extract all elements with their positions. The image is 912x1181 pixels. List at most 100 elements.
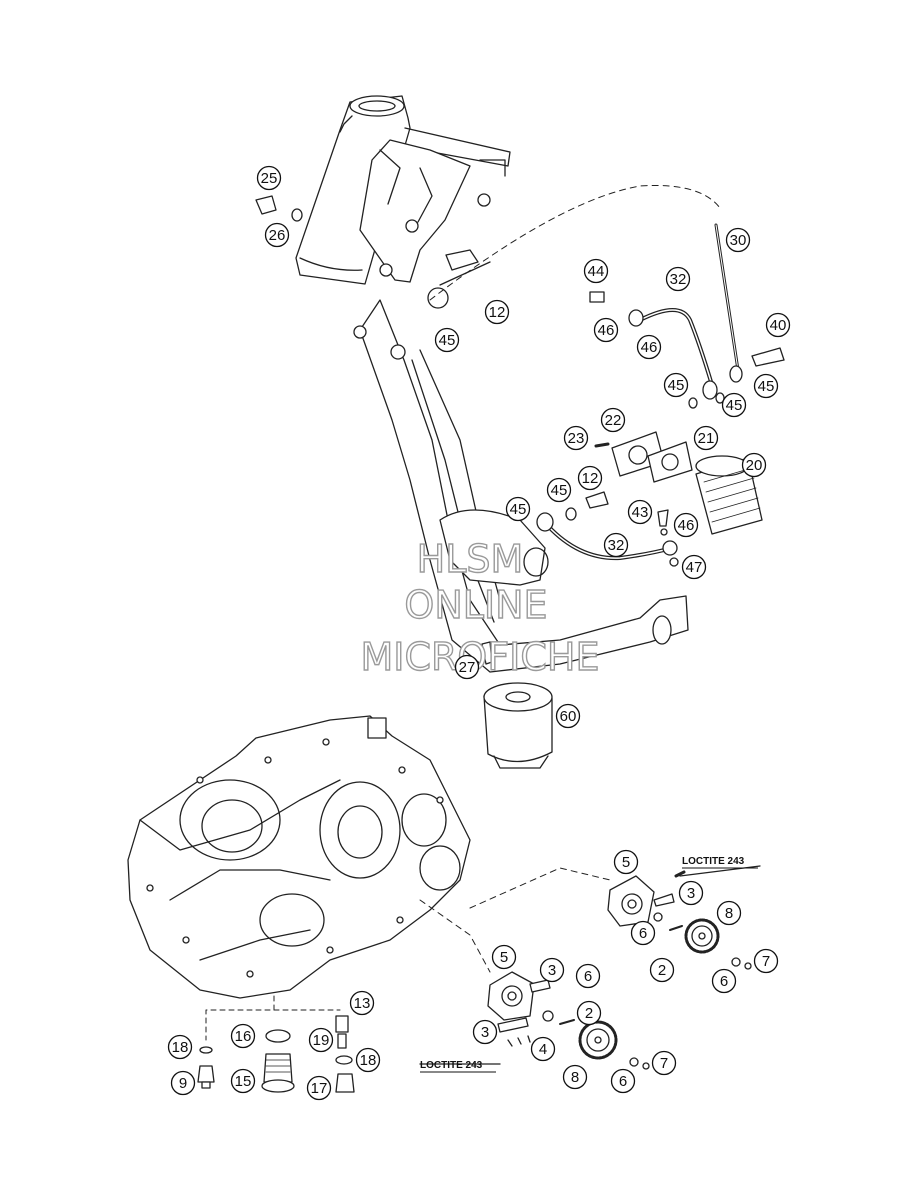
callout-c23: 23 [563, 425, 589, 451]
loctite-note-top: LOCTITE 243 [682, 856, 745, 867]
callout-c21: 21 [693, 425, 719, 451]
callout-c17: 17 [306, 1075, 332, 1101]
callout-c3c: 3 [472, 1019, 498, 1045]
callout-c5b: 5 [491, 944, 517, 970]
callout-c43: 43 [627, 499, 653, 525]
crankcase-drawing [127, 715, 471, 999]
callout-circle [170, 1070, 196, 1096]
callout-label: 6 [639, 925, 647, 942]
callout-label: 6 [720, 973, 728, 990]
callout-circle [610, 1068, 636, 1094]
callout-circle [613, 849, 639, 875]
callout-c30: 30 [725, 227, 751, 253]
callout-label: 46 [641, 339, 658, 356]
callout-label: 32 [670, 271, 687, 288]
callout-c20: 20 [741, 452, 767, 478]
callout-c45c: 45 [753, 373, 779, 399]
callout-c8a: 8 [716, 900, 742, 926]
callout-circle [663, 372, 689, 398]
callout-c26: 26 [264, 222, 290, 248]
callout-circle [555, 703, 581, 729]
callout-label: 6 [619, 1073, 627, 1090]
callout-label: 60 [560, 708, 577, 725]
frame-drawing [295, 95, 689, 673]
callout-label: 8 [725, 905, 733, 922]
callout-c60: 60 [555, 703, 581, 729]
callout-label: 12 [582, 470, 599, 487]
oil-pump-lower [487, 971, 650, 1070]
callout-circle [765, 312, 791, 338]
callout-label: 45 [726, 397, 743, 414]
callout-circle [530, 1036, 556, 1062]
callout-label: 25 [261, 170, 278, 187]
callout-label: 47 [686, 559, 703, 576]
callout-label: 26 [269, 227, 286, 244]
callout-c3a: 3 [678, 880, 704, 906]
callout-circle [562, 1064, 588, 1090]
callout-c3b: 3 [539, 957, 565, 983]
callout-c47: 47 [681, 554, 707, 580]
callout-label: 3 [548, 962, 556, 979]
callout-label: 9 [179, 1075, 187, 1092]
callout-label: 30 [730, 232, 747, 249]
callout-c45a: 45 [434, 327, 460, 353]
oil-line-bottom [536, 491, 679, 567]
callout-circle [472, 1019, 498, 1045]
callout-circle [753, 948, 779, 974]
callout-circle [539, 957, 565, 983]
callout-c18b: 18 [355, 1047, 381, 1073]
callout-label: 8 [571, 1069, 579, 1086]
callout-label: 45 [551, 482, 568, 499]
callout-c45f: 45 [505, 496, 531, 522]
callout-label: 17 [311, 1080, 328, 1097]
callout-circle [583, 258, 609, 284]
callout-c4: 4 [530, 1036, 556, 1062]
callout-c45e: 45 [546, 477, 572, 503]
callout-circle [454, 654, 480, 680]
plug-25-26 [255, 195, 303, 222]
callout-label: 45 [668, 377, 685, 394]
callout-circle [725, 227, 751, 253]
callout-label: 43 [632, 504, 649, 521]
callout-c2b: 2 [576, 1000, 602, 1026]
callout-circle [434, 327, 460, 353]
callout-c45b: 45 [663, 372, 689, 398]
callout-c46b: 46 [636, 334, 662, 360]
callout-c46c: 46 [673, 512, 699, 538]
callout-label: 13 [354, 995, 371, 1012]
callout-label: 20 [746, 457, 763, 474]
callout-c12a: 12 [484, 299, 510, 325]
callout-label: 5 [622, 854, 630, 871]
callout-circle [577, 465, 603, 491]
callout-c15: 15 [230, 1068, 256, 1094]
callout-label: 45 [510, 501, 527, 518]
callout-circle [484, 299, 510, 325]
callout-circle [627, 499, 653, 525]
callout-circle [355, 1047, 381, 1073]
callout-c18a: 18 [167, 1034, 193, 1060]
callout-circle [593, 317, 619, 343]
callout-label: 2 [585, 1005, 593, 1022]
callout-label: 23 [568, 430, 585, 447]
callout-circle [741, 452, 767, 478]
callout-circle [678, 880, 704, 906]
callout-label: 45 [758, 378, 775, 395]
callout-circle [491, 944, 517, 970]
callout-c6c: 6 [575, 963, 601, 989]
callout-label: 32 [608, 537, 625, 554]
callout-c2a: 2 [649, 957, 675, 983]
callout-circle [349, 990, 375, 1016]
watermark-line-1: HLSM [417, 537, 524, 581]
callout-c7a: 7 [753, 948, 779, 974]
callout-c5a: 5 [613, 849, 639, 875]
spin-on-filter [483, 682, 553, 769]
callout-circle [693, 425, 719, 451]
callout-c45d: 45 [721, 392, 747, 418]
oil-filter-cover [594, 431, 763, 535]
oil-line-top [589, 223, 785, 409]
callout-circle [753, 373, 779, 399]
callout-circle [721, 392, 747, 418]
callout-c22: 22 [600, 407, 626, 433]
callout-label: 21 [698, 430, 715, 447]
